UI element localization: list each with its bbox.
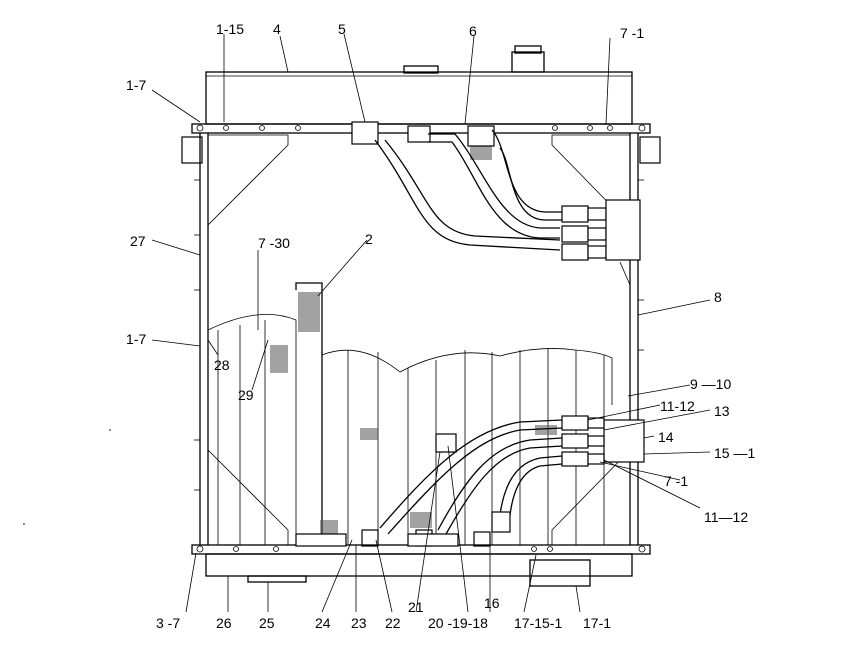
callout-7-1-top: 7 -1: [620, 25, 644, 41]
callout-15-1: 15 —1: [714, 445, 755, 461]
callout-11-12-upper: 11-12: [660, 398, 695, 414]
callout-17-15-1: 17-15-1: [514, 615, 562, 631]
callout-27: 27: [130, 233, 146, 249]
callout-11-12-lower: 11—12: [704, 509, 748, 525]
callout-1-7-mid: 1-7: [126, 331, 146, 347]
callout-2: 2: [365, 231, 373, 247]
leader-lines: [151, 33, 711, 613]
callout-20-19-18: 20 -19-18: [428, 615, 488, 631]
callout-24: 24: [315, 615, 331, 631]
top-tank: [205, 45, 633, 125]
callout-labels: 1-15 4 5 6 7 -1 1-7 27 7 -30 2 8 1-7 28 …: [126, 21, 755, 631]
callout-4: 4: [273, 21, 281, 37]
callout-14: 14: [658, 429, 674, 445]
callout-3-7: 3 -7: [156, 615, 180, 631]
stray-speck: [109, 429, 111, 431]
side-plates: [194, 133, 644, 546]
bottom-tank: [191, 533, 651, 587]
callout-29: 29: [238, 387, 254, 403]
callout-6: 6: [469, 23, 477, 39]
top-flange: [181, 123, 661, 164]
callout-21: 21: [408, 599, 424, 615]
callout-17-1: 17-1: [583, 615, 611, 631]
callout-16: 16: [484, 595, 500, 611]
callout-5: 5: [338, 21, 346, 37]
radiator-core: [207, 140, 613, 545]
callout-7-30: 7 -30: [258, 235, 290, 251]
callout-22: 22: [385, 615, 401, 631]
callout-1-7-top: 1-7: [126, 77, 146, 93]
stray-speck: [23, 523, 25, 525]
callout-13: 13: [714, 403, 730, 419]
callout-26: 26: [216, 615, 232, 631]
callout-1-15-top: 1-15: [216, 21, 244, 37]
callout-25: 25: [259, 615, 275, 631]
lower-hoses: [361, 415, 645, 547]
callout-28: 28: [214, 357, 230, 373]
upper-hoses: [351, 121, 641, 286]
callout-7-1-right: 7 -1: [664, 473, 688, 489]
callout-9-10: 9 —10: [690, 376, 731, 392]
callout-8: 8: [714, 289, 722, 305]
callout-23: 23: [351, 615, 367, 631]
